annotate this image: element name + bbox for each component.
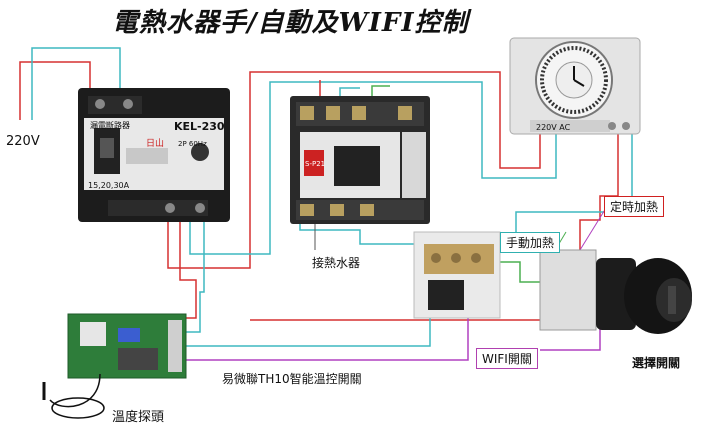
test-button [191, 143, 209, 161]
wifi-module [67, 313, 187, 379]
diagram-title: 電熱水器手/自動及WIFI控制 [112, 8, 469, 38]
breaker-rating: 15,20,30A [88, 181, 130, 190]
terminal-screw [431, 253, 441, 263]
breaker-spec: 2P 60Hz [178, 140, 207, 148]
timer-heating-label: 定時加熱 [604, 196, 665, 217]
terminal-screw [123, 99, 133, 109]
terminal-screw [165, 203, 175, 213]
terminal-screw [471, 253, 481, 263]
magnetic-contactor: S-P21 [290, 96, 430, 224]
breaker-to-wifi-red [179, 196, 197, 319]
breaker-header: 漏電斷路器 [90, 120, 130, 130]
wires [19, 47, 633, 361]
coil-to-selector-red [250, 290, 561, 321]
wifi-teal-link [186, 300, 431, 347]
contactor-model: S-P21 [305, 160, 325, 168]
pointer-timer-heating [579, 207, 607, 251]
breaker-logo: 日山 [146, 138, 164, 149]
timer-to-selector-red [579, 130, 619, 250]
terminal-screw [608, 122, 616, 130]
breaker-brand: KEL-230 [174, 120, 225, 133]
terminal-block [413, 231, 501, 319]
timer-voltage: 220V AC [536, 123, 571, 132]
input-wire-teal [31, 47, 121, 120]
breaker-to-wifi-teal [186, 196, 205, 333]
wifi-switch-label: WIFI開關 [476, 348, 538, 369]
contactor-top-green [371, 85, 390, 96]
wifi-module-label: 易微聯TH10智能溫控開關 [222, 372, 362, 386]
terminal-screw [622, 122, 630, 130]
input-wire-red [19, 61, 91, 120]
terminal-screw [195, 203, 205, 213]
manual-heating-label: 手動加熱 [500, 232, 561, 253]
temperature-probe [42, 373, 105, 419]
temp-probe-label: 溫度探頭 [112, 410, 165, 425]
voltage-label: 220V [6, 134, 40, 149]
mechanical-timer: 220V AC [509, 37, 641, 135]
contactor-label: 接熱水器 [312, 256, 361, 270]
breaker-to-timer-red [167, 71, 541, 269]
terminal-screw [451, 253, 461, 263]
contactor-top-teal [339, 87, 360, 96]
selector-switch [539, 249, 692, 334]
leakage-breaker: 漏電斷路器 KEL-230 日山 2P 60Hz 15,20,30A [78, 88, 230, 222]
selector-switch-label: 選擇開關 [632, 356, 681, 370]
terminal-screw [95, 99, 105, 109]
